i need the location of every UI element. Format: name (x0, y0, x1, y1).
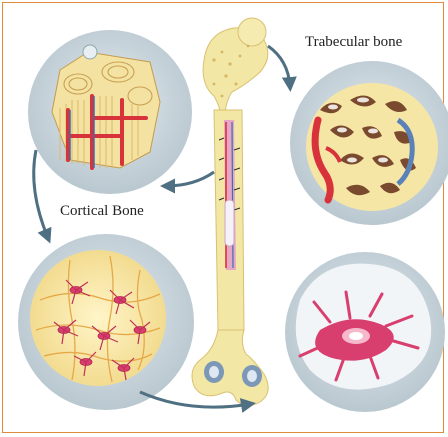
long-bone-icon (192, 18, 268, 406)
osteocyte-network-icon (18, 234, 194, 410)
trabecular-bone-label: Trabecular bone (305, 34, 402, 51)
cortical-bone-detail-icon (28, 30, 192, 194)
bone-cell-icon (285, 252, 445, 412)
cortical-bone-label: Cortical Bone (60, 203, 144, 220)
trabecular-bone-detail-icon (290, 61, 448, 225)
